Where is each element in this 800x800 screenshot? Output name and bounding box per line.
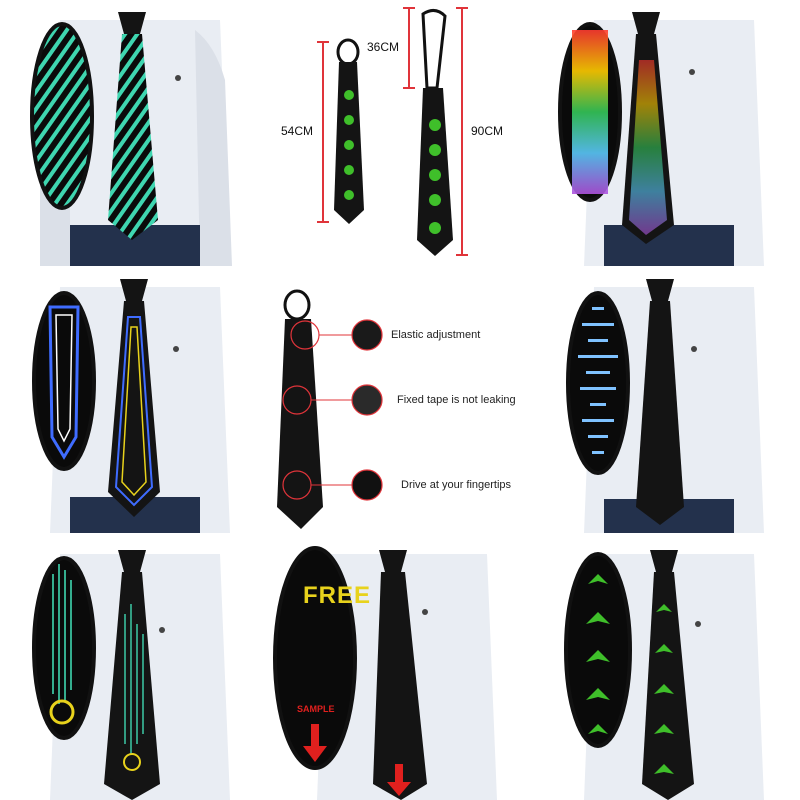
tile-blue-outline bbox=[0, 267, 266, 533]
photo-diagonal-stripes-tie bbox=[30, 12, 232, 266]
photo-free-sample-tie bbox=[273, 546, 497, 800]
photo-rainbow-equalizer-tie bbox=[558, 12, 764, 266]
tile-feature-details: Elastic adjustment Fixed tape is not lea… bbox=[267, 267, 533, 533]
photo-green-leaves-tie bbox=[564, 550, 764, 800]
feature-label-drive-fingertips: Drive at your fingertips bbox=[401, 479, 512, 491]
feature-label-elastic-adjustment: Elastic adjustment bbox=[391, 329, 481, 341]
tile-green-leaves bbox=[534, 534, 800, 800]
tile-sound-wave bbox=[534, 267, 800, 533]
tile-gold-equalizer-power bbox=[0, 534, 266, 800]
size-label-90cm: 90CM bbox=[471, 124, 504, 138]
tile-size-chart: 36CM 54CM 90CM bbox=[267, 0, 533, 266]
sample-text-overlay: SAMPLE bbox=[297, 704, 335, 714]
photo-size-chart bbox=[317, 7, 468, 256]
photo-feature-details bbox=[277, 289, 383, 529]
free-text-overlay: FREE bbox=[303, 582, 372, 609]
tile-free-sample: FREE SAMPLE bbox=[267, 534, 533, 800]
photo-sound-wave-tie bbox=[566, 279, 764, 533]
photo-gold-equalizer-tie bbox=[32, 550, 230, 800]
photo-blue-outline-tie bbox=[32, 279, 230, 533]
size-label-36cm: 36CM bbox=[367, 40, 400, 54]
tile-diagonal-stripes bbox=[0, 0, 266, 266]
tile-rainbow-equalizer bbox=[534, 0, 800, 266]
size-label-54cm: 54CM bbox=[281, 124, 314, 138]
feature-label-fixed-tape: Fixed tape is not leaking bbox=[397, 394, 516, 406]
